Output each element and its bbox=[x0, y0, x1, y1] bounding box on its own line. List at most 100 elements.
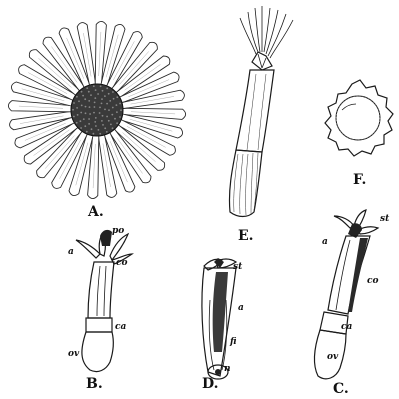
disc-floret-dot bbox=[78, 100, 80, 102]
label-c-ca: ca bbox=[341, 322, 352, 332]
disc-floret-dot bbox=[104, 95, 106, 97]
panel-label-f: F. bbox=[353, 172, 366, 188]
label-b-co: co bbox=[116, 258, 127, 268]
disc-floret-dot bbox=[88, 91, 90, 93]
disc-floret-dot bbox=[112, 107, 114, 109]
disc-floret-dot bbox=[97, 93, 99, 95]
disc-floret-dot bbox=[90, 94, 92, 96]
disc-floret-dot bbox=[101, 103, 103, 105]
disc-floret-dot bbox=[86, 131, 88, 133]
disc-floret-dot bbox=[94, 106, 96, 108]
disc-floret-dot bbox=[80, 112, 82, 114]
disc-floret-dot bbox=[104, 109, 106, 111]
disc-floret-dot bbox=[120, 109, 122, 111]
disc-floret-dot bbox=[86, 87, 88, 89]
disc-floret-dot bbox=[76, 122, 78, 124]
disc-floret-dot bbox=[72, 109, 74, 111]
disc-floret-dot bbox=[82, 95, 84, 97]
disc-floret-dot bbox=[109, 100, 111, 102]
disc-floret-dot bbox=[119, 103, 121, 105]
disc-floret-dot bbox=[81, 91, 83, 93]
disc-floret-dot bbox=[84, 98, 86, 100]
disc-floret-dot bbox=[108, 109, 110, 111]
disc-floret-dot bbox=[99, 107, 101, 109]
label-d-n: n bbox=[224, 364, 231, 374]
disc-floret-d-drawing bbox=[202, 258, 236, 379]
disc-floret-dot bbox=[85, 112, 87, 114]
label-c-st: st bbox=[380, 214, 389, 224]
disc-floret-dot bbox=[73, 116, 75, 118]
disc-floret-dot bbox=[111, 114, 113, 116]
disc-floret-dot bbox=[108, 93, 110, 95]
disc-floret-dot bbox=[95, 89, 97, 91]
disc-floret-dot bbox=[100, 85, 102, 87]
disc-center bbox=[71, 84, 123, 136]
disc-floret-dot bbox=[81, 105, 83, 107]
label-d-fi: fi bbox=[230, 337, 237, 347]
panel-label-d: D. bbox=[202, 376, 219, 392]
disc-floret-dot bbox=[112, 127, 114, 129]
disc-floret-dot bbox=[104, 127, 106, 129]
disc-floret-dot bbox=[91, 128, 93, 130]
label-b-ca: ca bbox=[115, 322, 126, 332]
disc-floret-dot bbox=[88, 118, 90, 120]
disc-floret-dot bbox=[102, 115, 104, 117]
disc-floret-c-drawing bbox=[314, 210, 378, 379]
panel-label-b: B. bbox=[86, 376, 103, 392]
disc-floret-dot bbox=[99, 133, 101, 135]
label-b-a: a bbox=[68, 247, 74, 257]
disc-floret-dot bbox=[113, 98, 115, 100]
disc-floret-dot bbox=[83, 118, 85, 120]
disc-floret-dot bbox=[85, 106, 87, 108]
disc-floret-dot bbox=[80, 127, 82, 129]
disc-floret-dot bbox=[116, 122, 118, 124]
disc-floret-dot bbox=[73, 102, 75, 104]
disc-floret-dot bbox=[89, 106, 91, 108]
disc-floret-dot bbox=[99, 112, 101, 114]
disc-floret-dot bbox=[106, 87, 108, 89]
disc-floret-dot bbox=[114, 118, 116, 120]
panel-label-e: E. bbox=[238, 228, 254, 244]
label-d-a: a bbox=[238, 303, 244, 313]
cross-section-drawing bbox=[325, 80, 393, 156]
disc-floret-dot bbox=[89, 113, 91, 115]
disc-floret-dot bbox=[88, 123, 90, 125]
disc-floret-dot bbox=[76, 107, 78, 109]
panel-label-c: C. bbox=[333, 381, 349, 397]
disc-floret-dot bbox=[77, 114, 79, 116]
disc-floret-dot bbox=[112, 91, 114, 93]
disc-floret-dot bbox=[94, 97, 96, 99]
disc-floret-dot bbox=[88, 100, 90, 102]
label-c-co: co bbox=[367, 276, 378, 286]
disc-floret-b-drawing bbox=[76, 230, 132, 372]
label-b-ov: ov bbox=[68, 349, 79, 359]
disc-floret-dot bbox=[102, 90, 104, 92]
flower-head-drawing bbox=[8, 21, 185, 198]
ray-floret-drawing bbox=[229, 6, 293, 217]
disc-floret-dot bbox=[102, 124, 104, 126]
disc-floret-dot bbox=[95, 117, 97, 119]
disc-floret-dot bbox=[93, 112, 95, 114]
disc-floret-dot bbox=[106, 103, 108, 105]
disc-floret-dot bbox=[110, 124, 112, 126]
disc-floret-dot bbox=[95, 125, 97, 127]
disc-floret-dot bbox=[106, 116, 108, 118]
label-c-a: a bbox=[322, 237, 328, 247]
disc-floret-dot bbox=[93, 85, 95, 87]
disc-floret-dot bbox=[116, 96, 118, 98]
disc-floret-dot bbox=[84, 125, 86, 127]
disc-floret-dot bbox=[101, 120, 103, 122]
label-b-po: po bbox=[112, 226, 124, 236]
disc-floret-dot bbox=[108, 120, 110, 122]
disc-floret-dot bbox=[94, 102, 96, 104]
disc-floret-dot bbox=[101, 98, 103, 100]
disc-floret-dot bbox=[93, 133, 95, 135]
disc-floret-dot bbox=[94, 121, 96, 123]
panel-label-a: A. bbox=[88, 204, 104, 220]
disc-floret-dot bbox=[80, 120, 82, 122]
disc-floret-dot bbox=[106, 131, 108, 133]
label-c-ov: ov bbox=[327, 352, 338, 362]
disc-floret-dot bbox=[116, 104, 118, 106]
